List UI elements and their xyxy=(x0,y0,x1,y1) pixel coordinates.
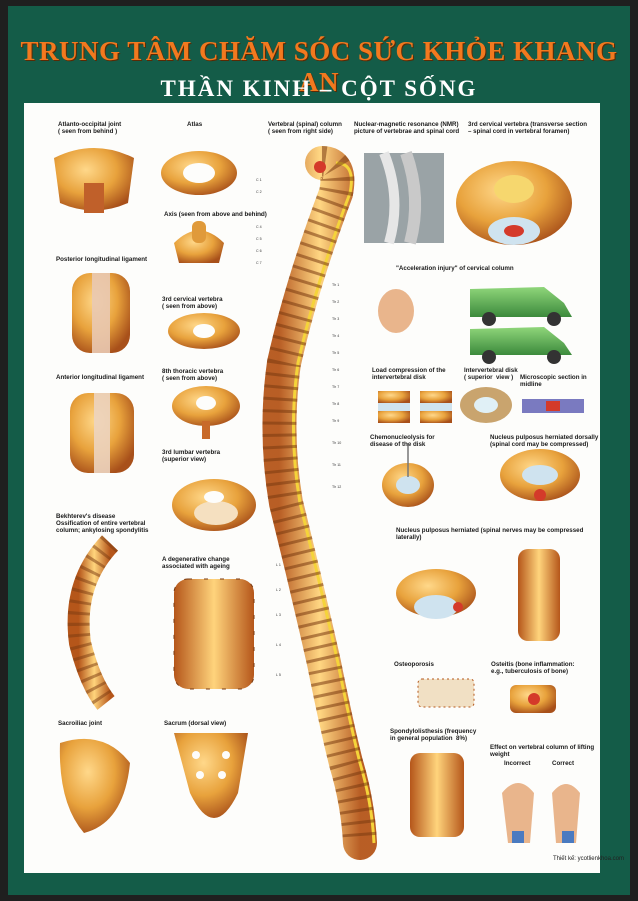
spine-c4: C 4 xyxy=(256,225,262,229)
spine-th10: Th 10 xyxy=(332,441,342,445)
acceleration-illustration xyxy=(378,287,572,364)
label-nucleus-lateral: Nucleus pulposus herniated (spinal nerve… xyxy=(396,527,584,541)
label-osteoporosis: Osteoporosis xyxy=(394,661,434,668)
spine-th9: Th 9 xyxy=(332,419,340,423)
spine-th7: Th 7 xyxy=(332,385,340,389)
spine-th12: Th 12 xyxy=(332,485,342,489)
spine-th11: Th 11 xyxy=(332,463,341,467)
spine-c2: C 2 xyxy=(256,190,262,194)
label-atlas: Atlas xyxy=(187,121,203,128)
designer-credit: Thiết kế: ycotlienkhoa.com xyxy=(552,856,624,862)
label-posterior-ligament: Posterior longitudinal ligament xyxy=(56,256,148,263)
label-third-lumbar: 3rd lumbar vertebra (superior view) xyxy=(162,449,221,463)
spine-c5: C 5 xyxy=(256,237,262,241)
label-eighth-thoracic: 8th thoracic vertebra ( seen from above) xyxy=(162,368,224,382)
posterior-ligament-illustration xyxy=(72,273,130,353)
anterior-ligament-illustration xyxy=(70,393,134,473)
label-lifting: Effect on vertebral column of lifting we… xyxy=(490,744,595,758)
chemonucleolysis-illustration xyxy=(382,443,434,507)
label-third-cervical-above: 3rd cervical vertebra ( seen from above) xyxy=(162,296,223,310)
intervertebral-disk-illustration xyxy=(460,387,584,423)
lifting-illustration xyxy=(502,783,580,843)
spine-c7: C 7 xyxy=(256,261,262,265)
spine-th6: Th 6 xyxy=(332,368,340,372)
nmr-illustration xyxy=(364,150,444,245)
third-lumbar-illustration xyxy=(172,479,256,531)
spine-th3: Th 3 xyxy=(332,317,340,321)
sacroiliac-illustration xyxy=(59,738,130,833)
osteoporosis-illustration xyxy=(417,678,475,708)
spine-c1: C 1 xyxy=(256,178,262,182)
vertebral-column-illustration xyxy=(262,146,377,860)
label-axis: Axis (seen from above and behind) xyxy=(164,211,267,218)
eighth-thoracic-illustration xyxy=(172,386,240,439)
label-anterior-ligament: Anterior longitudinal ligament xyxy=(56,374,144,381)
page-title: TRUNG TÂM CHĂM SÓC SỨC KHỎE KHANG AN xyxy=(20,36,618,97)
label-bekhterev: Bekhterev's disease Ossification of enti… xyxy=(56,513,149,534)
label-spondylolisthesis: Spondylolisthesis (frequency in general … xyxy=(390,728,477,742)
label-sacrum: Sacrum (dorsal view) xyxy=(164,720,227,727)
label-atlanto: Atlanto-occipital joint ( seen from behi… xyxy=(58,121,122,135)
label-nucleus-dorsal: Nucleus pulposus herniated dorsally (spi… xyxy=(490,434,599,448)
spine-l1: L 1 xyxy=(276,563,281,567)
spine-th5: Th 5 xyxy=(332,351,340,355)
label-microscopic: Microscopic section in midline xyxy=(520,374,587,388)
label-osteitis: Osteitis (bone inflammation: e.g., tuber… xyxy=(491,661,575,675)
spine-l3: L 3 xyxy=(276,613,281,617)
load-compression-illustration xyxy=(378,391,452,423)
label-degenerative: A degenerative change associated with ag… xyxy=(162,556,230,570)
atlas-illustration xyxy=(161,151,237,195)
label-incorrect: Incorrect xyxy=(504,760,531,767)
spine-th2: Th 2 xyxy=(332,300,340,304)
label-third-cervical-section: 3rd cervical vertebra (transverse sectio… xyxy=(468,121,588,135)
degenerative-illustration xyxy=(173,578,255,690)
label-correct: Correct xyxy=(552,760,575,767)
spine-l2: L 2 xyxy=(276,588,281,592)
label-chemo: Chemonucleolysis for disease of the disk xyxy=(370,434,435,448)
page-subtitle: THẦN KINH – CỘT SỐNG xyxy=(160,76,478,101)
label-intervertebral-disk: Intervertebral disk ( superior view ) xyxy=(464,367,518,381)
label-sacroiliac: Sacroiliac joint xyxy=(58,720,103,727)
spine-l4: L 4 xyxy=(276,643,281,647)
label-acceleration: "Acceleration injury" of cervical column xyxy=(396,265,514,272)
cervical-section-illustration xyxy=(456,161,572,245)
spondylolisthesis-illustration xyxy=(410,753,464,837)
spine-th4: Th 4 xyxy=(332,334,340,338)
spine-l5: L 5 xyxy=(276,673,281,677)
spine-c3: C 3 xyxy=(256,213,262,217)
bekhterev-illustration xyxy=(67,535,119,710)
anatomy-poster: Atlanto-occipital joint ( seen from behi… xyxy=(24,103,600,873)
spine-th8: Th 8 xyxy=(332,402,340,406)
axis-illustration xyxy=(174,221,224,263)
label-nmr: Nuclear-magnetic resonance (NMR) picture… xyxy=(354,121,460,135)
nucleus-lateral-illustration xyxy=(396,549,560,641)
spine-th1: Th 1 xyxy=(332,283,340,287)
osteitis-illustration xyxy=(510,685,556,713)
third-cervical-illustration xyxy=(168,313,240,349)
label-vertebral-column: Vertebral (spinal) column ( seen from ri… xyxy=(268,121,342,135)
anatomy-illustrations xyxy=(54,146,584,860)
label-load-compression: Load compression of the intervertebral d… xyxy=(372,367,446,381)
nucleus-dorsal-illustration xyxy=(500,449,580,501)
atlanto-occipital-illustration xyxy=(54,148,134,213)
sacrum-illustration xyxy=(174,733,248,818)
spine-c6: C 6 xyxy=(256,249,262,253)
